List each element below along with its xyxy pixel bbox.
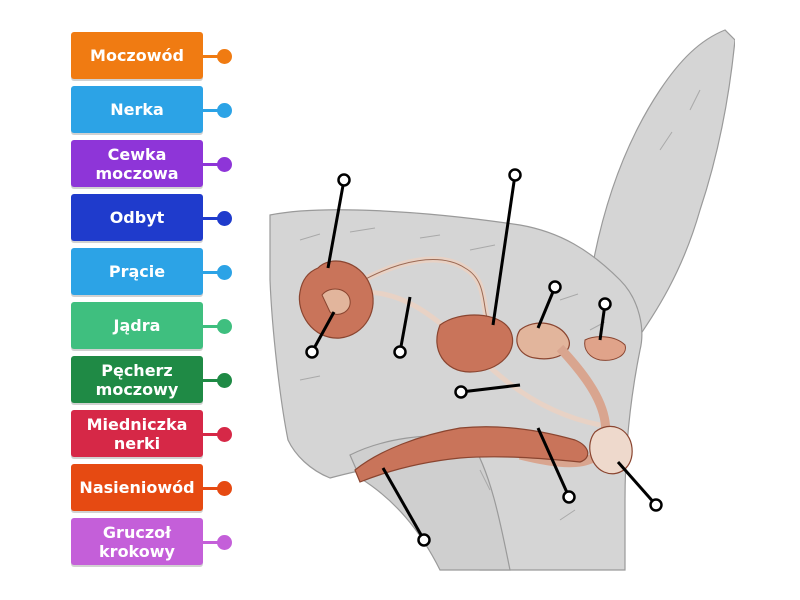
- label-tile-nasieniowod[interactable]: Nasieniowód: [71, 464, 203, 511]
- renal-pelvis-shape: [321, 288, 351, 315]
- label-text: Gruczoł krokowy: [99, 522, 175, 561]
- label-handle-dot[interactable]: [217, 103, 232, 118]
- leader-lines: [310, 174, 658, 541]
- label-connector: [203, 541, 223, 544]
- label-tile-jadra[interactable]: Jądra: [71, 302, 203, 349]
- label-tile-miedniczka-nerki[interactable]: Miedniczka nerki: [71, 410, 203, 457]
- label-handle-dot[interactable]: [217, 427, 232, 442]
- bladder-shape: [436, 314, 514, 373]
- label-handle-dot[interactable]: [217, 211, 232, 226]
- label-connector: [203, 379, 223, 382]
- drop-target-pin[interactable]: [548, 280, 562, 294]
- urinary-tract-drawing: [298, 256, 633, 483]
- label-connector: [203, 163, 223, 166]
- label-tile-moczowod[interactable]: Moczowód: [71, 32, 203, 79]
- label-text: Moczowód: [90, 46, 184, 65]
- label-connector: [203, 325, 223, 328]
- drop-target-pin[interactable]: [454, 385, 468, 399]
- label-tile-pecherz-moczowy[interactable]: Pęcherz moczowy: [71, 356, 203, 403]
- label-tile-odbyt[interactable]: Odbyt: [71, 194, 203, 241]
- label-text: Cewka moczowa: [95, 144, 179, 183]
- label-handle-dot[interactable]: [217, 265, 232, 280]
- drop-target-pin[interactable]: [508, 168, 522, 182]
- penis-shape: [354, 426, 589, 483]
- drop-target-pin[interactable]: [649, 498, 663, 512]
- label-tile-pracie[interactable]: Prącie: [71, 248, 203, 295]
- label-handle-dot[interactable]: [217, 319, 232, 334]
- label-connector: [203, 433, 223, 436]
- testes-shape: [589, 425, 633, 475]
- drop-target-pin[interactable]: [305, 345, 319, 359]
- drop-target-pin[interactable]: [598, 297, 612, 311]
- cat-urogenital-illustration: [269, 29, 735, 571]
- label-handle-dot[interactable]: [217, 535, 232, 550]
- label-connector: [203, 55, 223, 58]
- label-connector: [203, 487, 223, 490]
- label-text: Odbyt: [109, 208, 165, 227]
- label-text: Pęcherz moczowy: [95, 360, 179, 399]
- label-connector: [203, 217, 223, 220]
- label-text: Nerka: [110, 100, 164, 119]
- label-text: Jądra: [113, 316, 161, 335]
- tail-fur: [589, 29, 735, 351]
- anus-shape: [584, 336, 626, 361]
- label-text: Prącie: [108, 262, 166, 281]
- label-text: Nasieniowód: [79, 478, 195, 497]
- label-bank: Moczowód Nerka Cewka moczowa Odbyt Prąci…: [0, 0, 260, 600]
- label-connector: [203, 109, 223, 112]
- label-tile-gruczol-krokowy[interactable]: Gruczoł krokowy: [71, 518, 203, 565]
- label-handle-dot[interactable]: [217, 49, 232, 64]
- label-handle-dot[interactable]: [217, 481, 232, 496]
- drop-target-pin[interactable]: [562, 490, 576, 504]
- label-handle-dot[interactable]: [217, 373, 232, 388]
- label-connector: [203, 271, 223, 274]
- drop-target-pin[interactable]: [417, 533, 431, 547]
- label-tile-cewka-moczowa[interactable]: Cewka moczowa: [71, 140, 203, 187]
- drop-target-pin[interactable]: [393, 345, 407, 359]
- drop-target-pins: [305, 168, 663, 547]
- label-handle-dot[interactable]: [217, 157, 232, 172]
- label-tile-nerka[interactable]: Nerka: [71, 86, 203, 133]
- label-text: Miedniczka nerki: [86, 414, 188, 453]
- vas-deferens-tube: [359, 289, 601, 428]
- drop-target-pin[interactable]: [337, 173, 351, 187]
